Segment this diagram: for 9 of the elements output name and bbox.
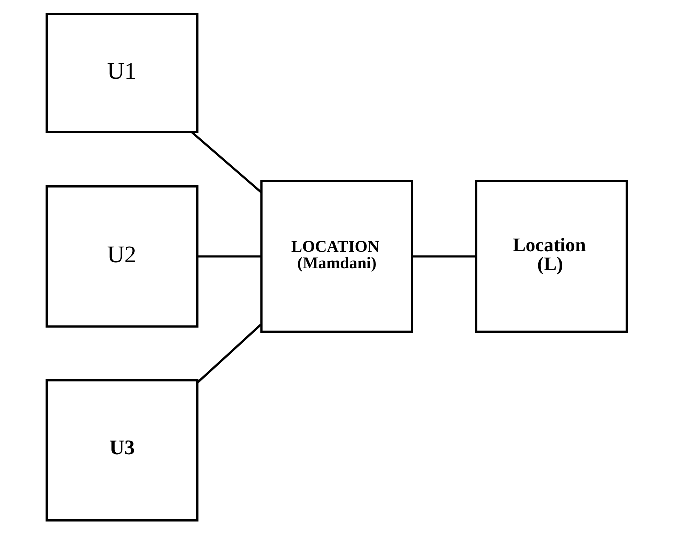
connector — [196, 324, 262, 384]
node-box: U3 — [45, 379, 198, 522]
node-box: Location (L) — [474, 180, 628, 334]
connector — [197, 256, 261, 258]
connector — [412, 256, 476, 258]
node-box: LOCATION (Mamdani) — [260, 180, 413, 334]
node-box: U2 — [45, 185, 198, 328]
connector — [190, 131, 262, 194]
node-box: U1 — [45, 13, 198, 134]
